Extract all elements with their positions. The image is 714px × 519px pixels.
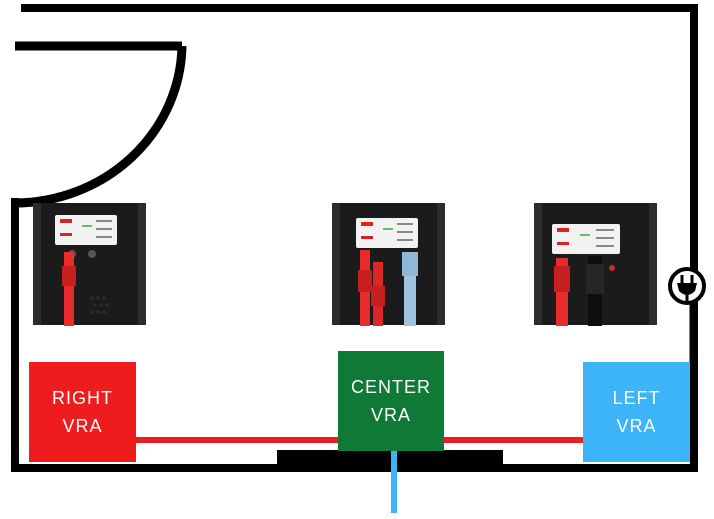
right-vra-back-photo (33, 203, 146, 326)
console-bar (277, 450, 503, 468)
center-vra-box: CENTER VRA (338, 351, 444, 451)
power-plug-icon (668, 267, 706, 305)
left-vra-box: LEFT VRA (583, 362, 690, 462)
center-vra-label-line2: VRA (370, 405, 411, 425)
right-vra-label-line2: VRA (62, 416, 103, 436)
left-vra-label-line1: LEFT (612, 388, 661, 408)
center-vra-back-photo (332, 203, 445, 326)
right-vra-box: RIGHT VRA (29, 362, 136, 462)
left-vra-label-line2: VRA (616, 416, 657, 436)
center-vra-label-line1: CENTER (350, 377, 431, 397)
right-vra-label-line1: RIGHT (52, 388, 113, 408)
left-vra-back-photo (534, 203, 657, 326)
door-swing-icon (9, 2, 187, 208)
